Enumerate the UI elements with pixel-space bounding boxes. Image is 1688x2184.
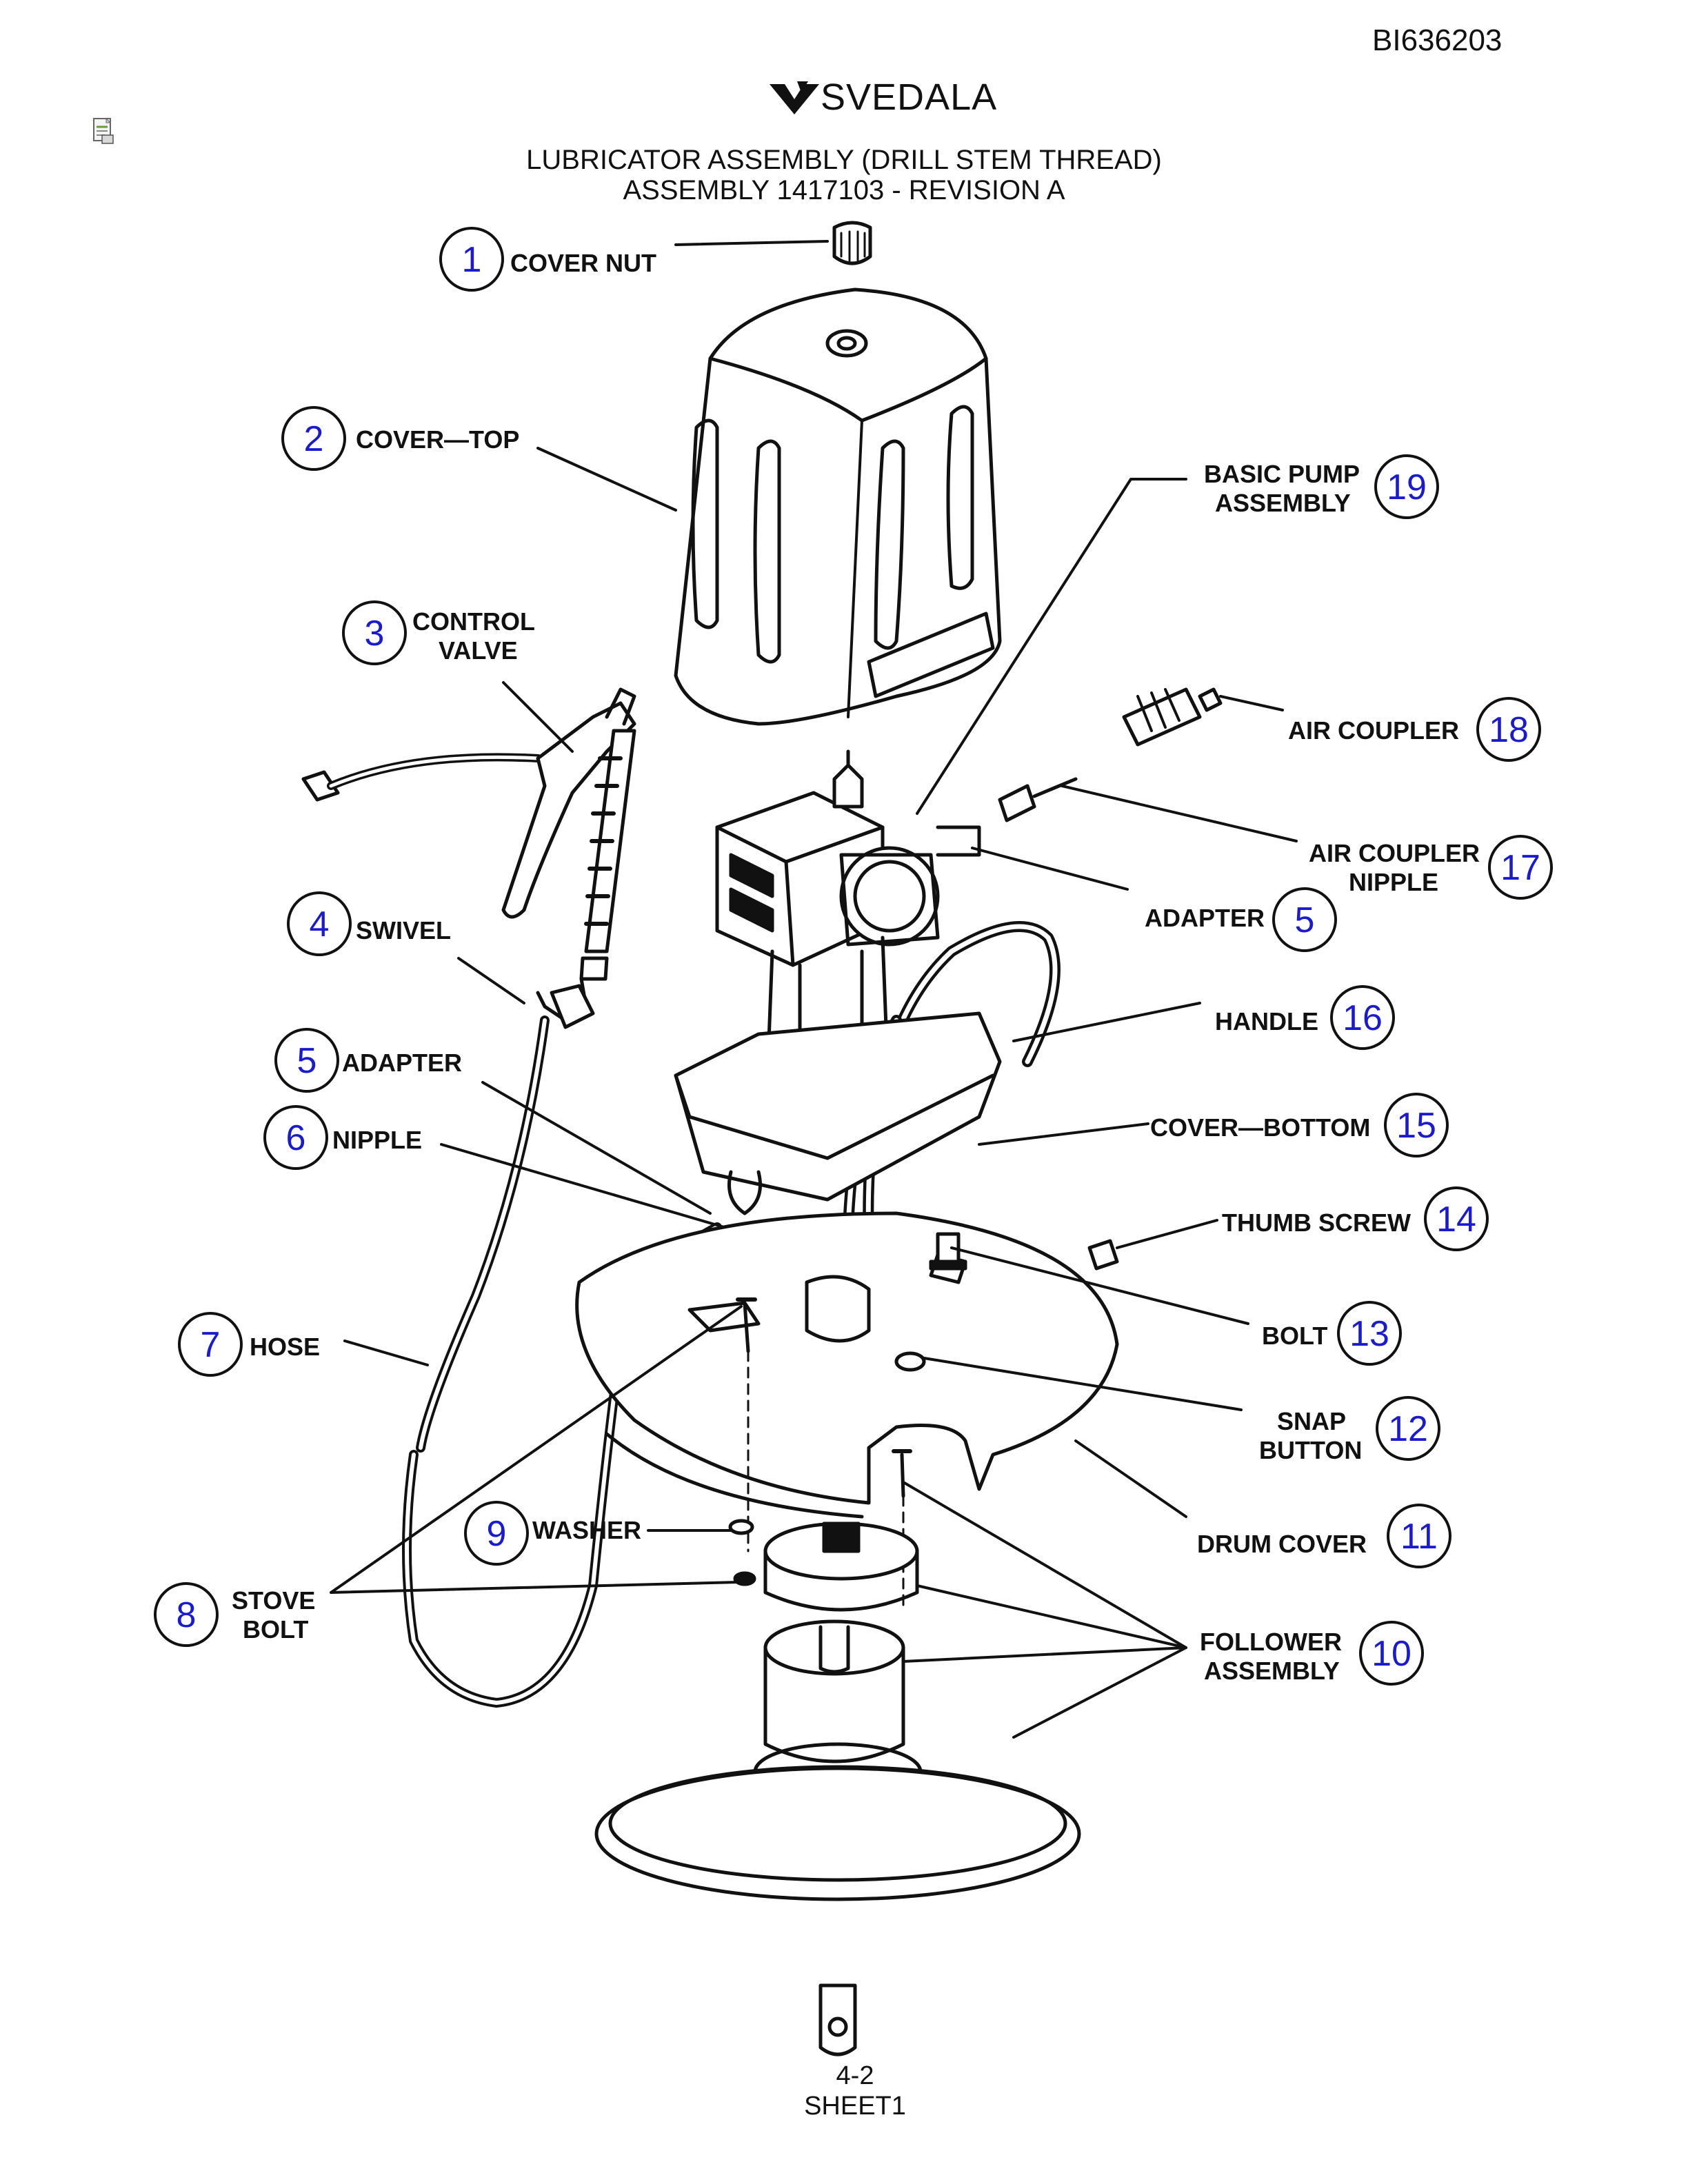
callout-label-hose: HOSE (250, 1333, 320, 1361)
callout-label-assembly-pump: ASSEMBLY (1215, 489, 1351, 517)
document-icon (93, 117, 114, 144)
cover-bottom-part (674, 1011, 1002, 1215)
callout-number-7: 7 (201, 1325, 221, 1365)
brand-name: SVEDALA (821, 77, 998, 118)
control-valve-part (301, 687, 636, 981)
callout-label-valve: VALVE (439, 636, 518, 665)
diagram-title: LUBRICATOR ASSEMBLY (DRILL STEM THREAD) (526, 145, 1162, 175)
sheet-label: SHEET1 (804, 2092, 906, 2121)
callout-number-10: 10 (1372, 1634, 1411, 1674)
callout-number-2: 2 (304, 419, 324, 459)
callout-number-5-left: 5 (297, 1041, 317, 1081)
callout-label-nipple-17: NIPPLE (1349, 868, 1438, 896)
cover-nut-part (832, 221, 872, 265)
thumb-screw-part (1087, 1239, 1119, 1271)
callout-label-air-coupler: AIR COUPLER (1288, 716, 1459, 745)
callout-number-1: 1 (462, 240, 482, 280)
callout-number-12: 12 (1388, 1409, 1428, 1449)
air-coupler-part (1122, 687, 1223, 747)
leader-lines (330, 240, 1298, 1739)
callout-label-adapter-right: ADAPTER (1145, 904, 1265, 932)
callout-label-control: CONTROL (412, 607, 535, 636)
callout-label-washer: WASHER (532, 1516, 641, 1544)
callout-number-14: 14 (1436, 1200, 1476, 1240)
callout-label-bolt-stove: BOLT (243, 1615, 308, 1644)
callout-label-stove: STOVE (232, 1586, 315, 1615)
callout-number-13: 13 (1349, 1314, 1389, 1354)
callout-label-nipple: NIPPLE (332, 1126, 422, 1154)
diagram-subtitle: ASSEMBLY 1417103 - REVISION A (623, 175, 1065, 205)
snap-button-part (894, 1351, 926, 1372)
callout-number-15: 15 (1396, 1106, 1436, 1146)
callout-number-17: 17 (1500, 848, 1540, 888)
page-number: 4-2 (836, 2061, 874, 2090)
callout-label-cover-top: COVER—TOP (356, 425, 519, 454)
washer-part (728, 1519, 756, 1586)
callout-label-adapter-left: ADAPTER (342, 1049, 462, 1077)
callout-label-basic-pump: BASIC PUMP (1204, 460, 1360, 488)
basic-pump-part (715, 749, 981, 1147)
callout-number-18: 18 (1489, 710, 1529, 750)
callout-number-6: 6 (286, 1118, 306, 1158)
callout-label-air-coupler-17: AIR COUPLER (1309, 839, 1480, 867)
callout-label-bolt: BOLT (1262, 1322, 1327, 1350)
callout-label-cover-nut: COVER NUT (510, 249, 656, 277)
drum-cover-part (575, 1211, 1119, 1519)
svedala-logo-icon (770, 81, 819, 114)
air-coupler-nipple-part (998, 777, 1078, 822)
stove-bolt-part (736, 1297, 912, 1608)
callout-label-button: BUTTON (1259, 1436, 1362, 1464)
callout-label-assembly-follower: ASSEMBLY (1204, 1657, 1340, 1685)
callout-label-drum-cover: DRUM COVER (1197, 1530, 1367, 1558)
callout-number-9: 9 (487, 1514, 507, 1554)
callout-label-swivel: SWIVEL (356, 916, 451, 944)
document-id: BI636203 (1372, 23, 1503, 57)
cover-top-part (674, 287, 1002, 726)
callout-number-3: 3 (365, 614, 385, 654)
swivel-part (536, 977, 595, 1029)
callout-label-snap: SNAP (1277, 1407, 1346, 1435)
callout-label-follower: FOLLOWER (1200, 1628, 1342, 1656)
callout-number-19: 19 (1387, 467, 1427, 507)
callout-label-cover-bottom: COVER—BOTTOM (1150, 1113, 1370, 1142)
callout-label-handle: HANDLE (1215, 1007, 1318, 1035)
callout-number-8: 8 (177, 1595, 197, 1635)
callout-number-4: 4 (310, 904, 330, 944)
callout-circles (154, 227, 1553, 1686)
follower-assembly-part (594, 1521, 1081, 2056)
bolt-part (929, 1232, 967, 1271)
callout-number-5-right: 5 (1295, 900, 1315, 940)
callout-number-11: 11 (1400, 1517, 1438, 1557)
callout-label-thumb-screw: THUMB SCREW (1222, 1209, 1411, 1237)
callout-number-16: 16 (1343, 998, 1383, 1038)
